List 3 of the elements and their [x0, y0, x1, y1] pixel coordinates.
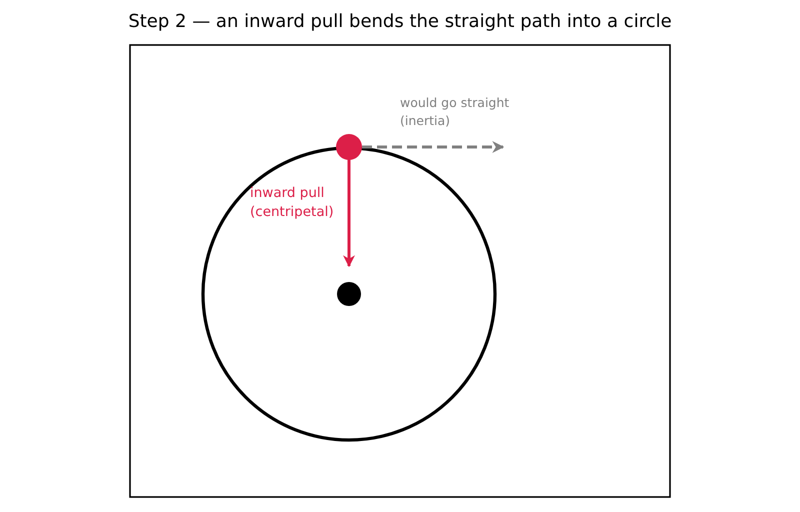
title: Step 2 — an inward pull bends the straight path into a circle [128, 11, 672, 32]
inertia-label: would go straight (inertia) [400, 94, 510, 129]
force-label: inward pull (centripetal) [250, 184, 335, 222]
